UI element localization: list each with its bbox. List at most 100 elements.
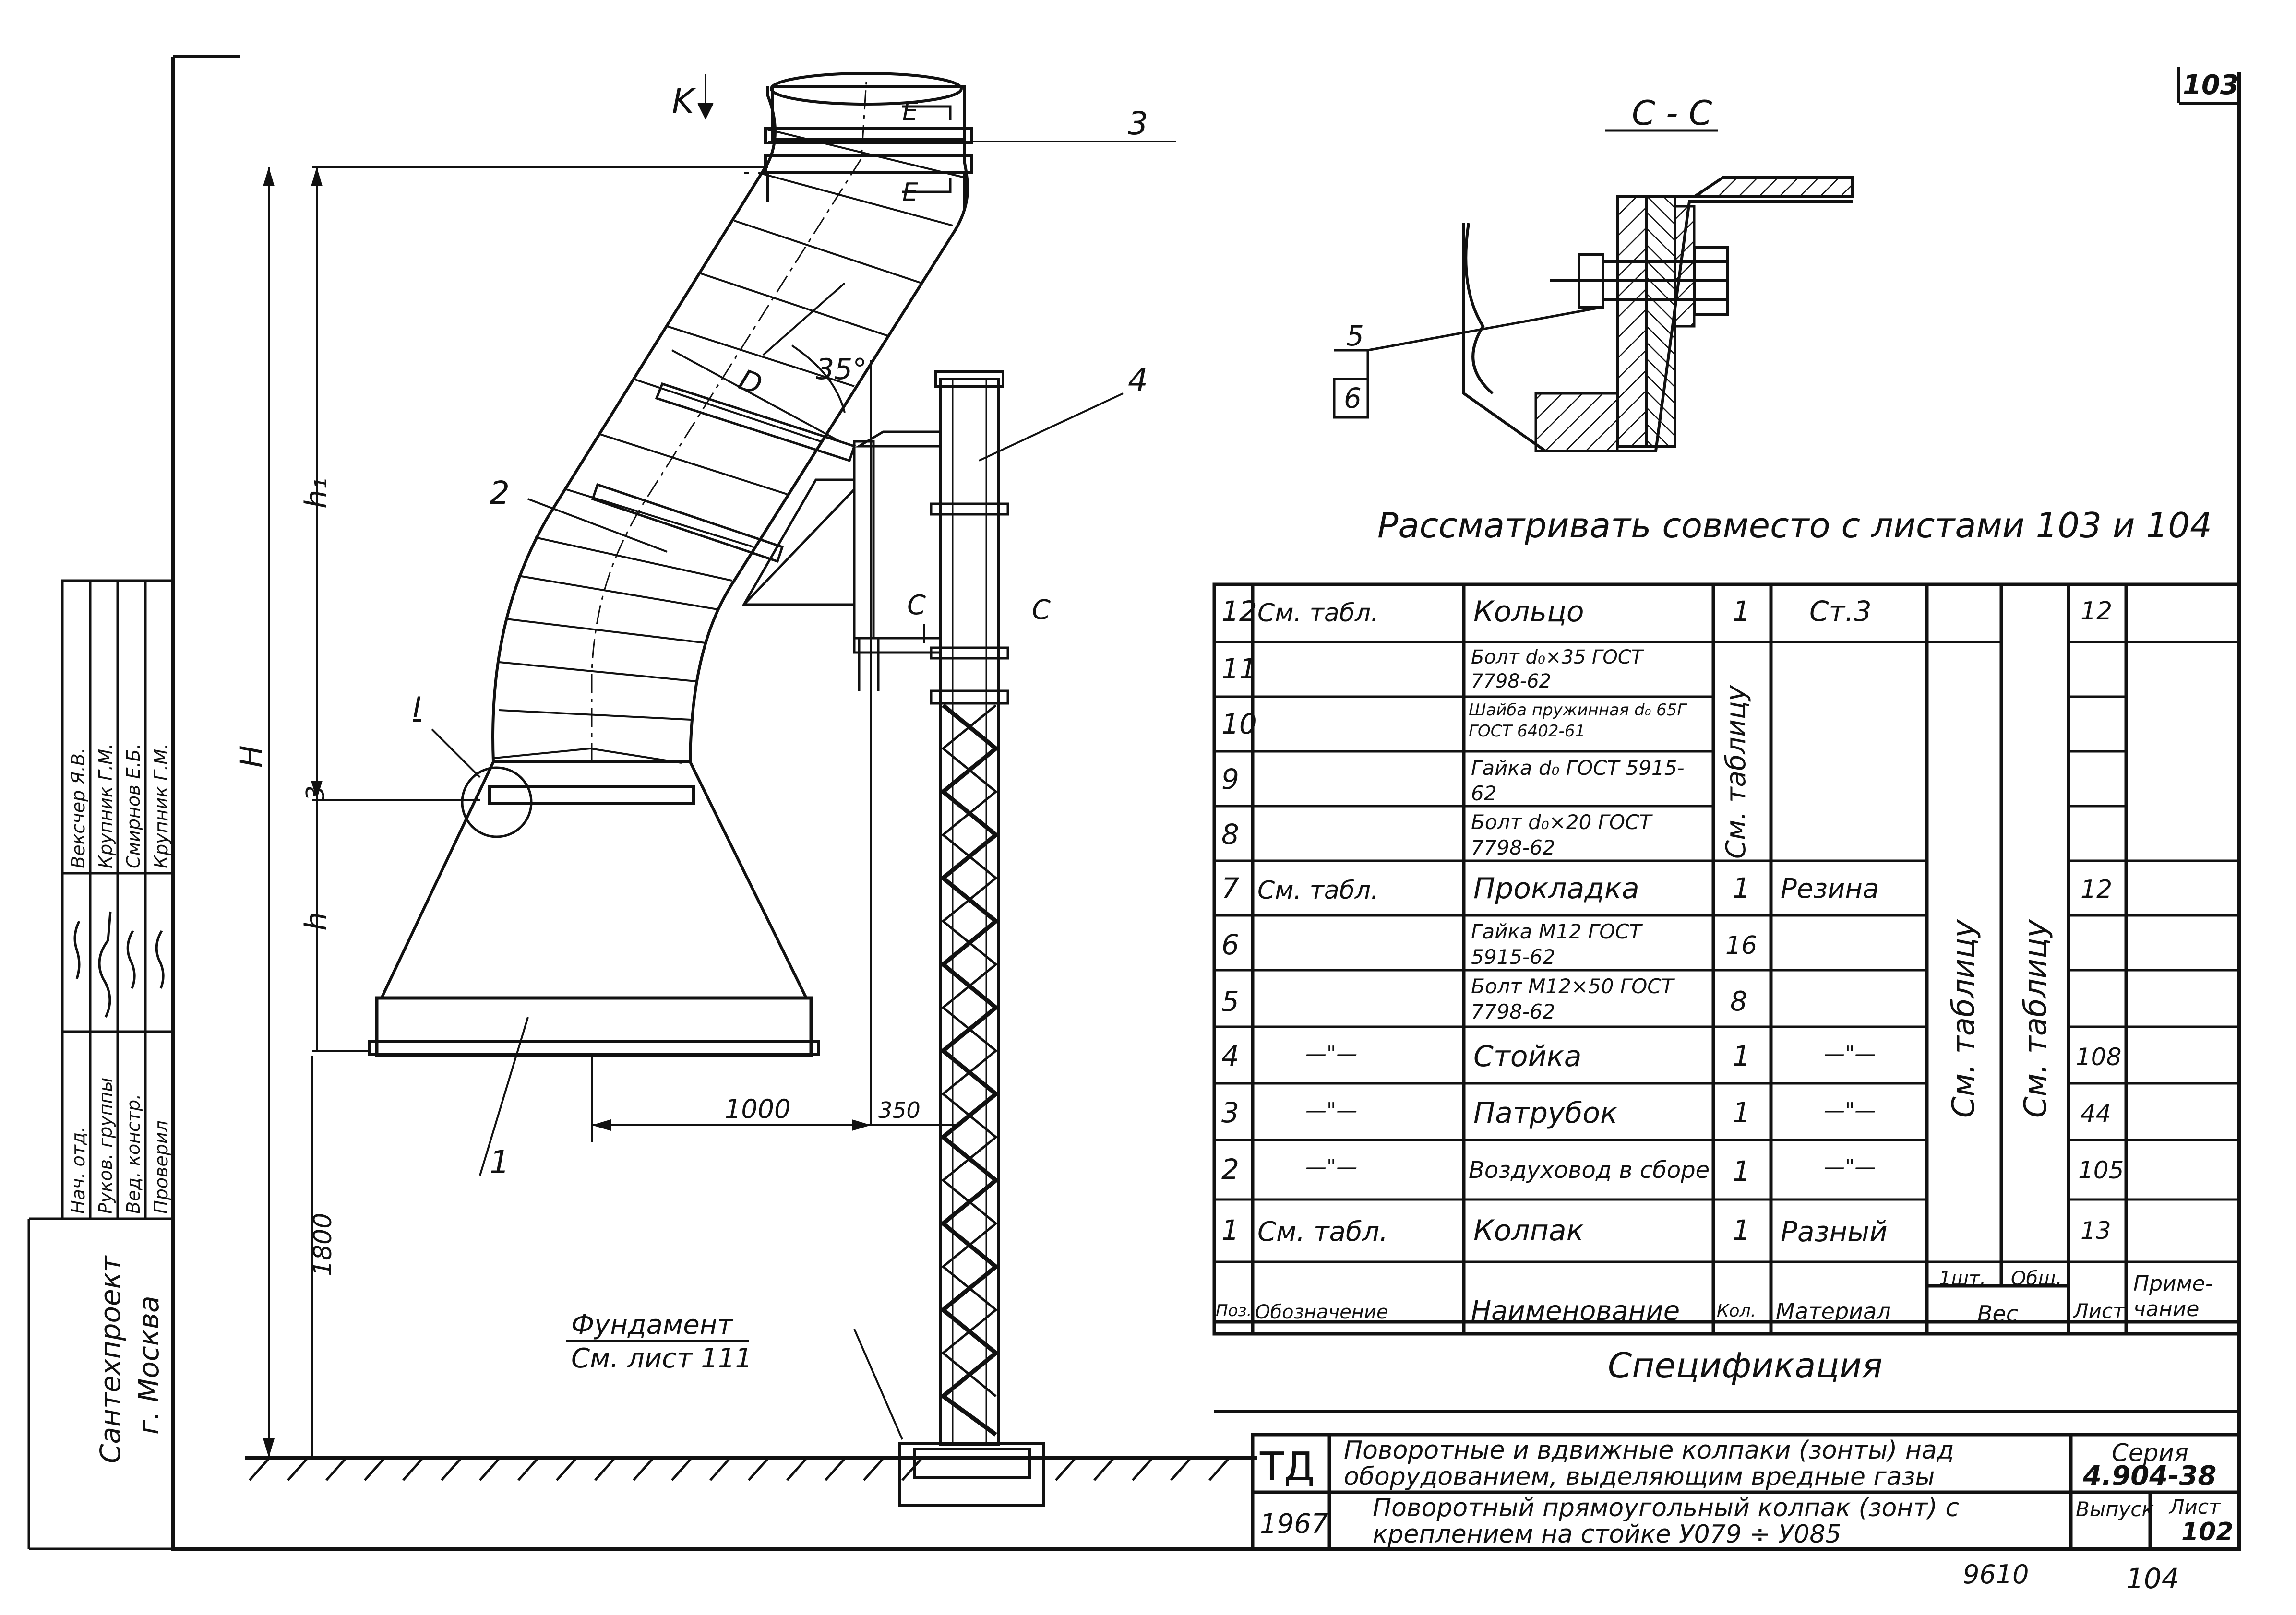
row4-designation: —"— [1305, 1042, 1358, 1066]
label-angle: 35° [816, 353, 867, 386]
row3-sheet: 44 [2081, 1100, 2111, 1128]
row12-pos: 12 [1221, 595, 1257, 628]
tb-series-label: Серия [2112, 1439, 2188, 1467]
row1-name: Колпак [1473, 1214, 1584, 1247]
label-h1: h₁ [299, 478, 334, 509]
row6-pos: 6 [1221, 928, 1239, 961]
tb-series-value: 4.904-38 [2082, 1461, 2216, 1492]
hdr-pos: Поз. [1216, 1301, 1252, 1320]
row2-pos: 2 [1221, 1153, 1239, 1186]
row8-pos: 8 [1221, 818, 1239, 851]
row12-sheet: 12 [2081, 597, 2113, 626]
row7-material: Резина [1781, 873, 1879, 904]
weight-unit-see-table: См. таблицу [1946, 919, 1982, 1118]
hdr-name: Наименование [1471, 1295, 1680, 1327]
row3-designation: —"— [1305, 1098, 1358, 1123]
label-H: H [234, 745, 269, 768]
stamp-name-2: Крупник Г.М. [95, 743, 116, 868]
row3-qty: 1 [1733, 1096, 1750, 1129]
row5-qty: 8 [1730, 986, 1747, 1017]
stamp-role-3: Вед. констр. [123, 1094, 144, 1214]
spec-table-rows [1214, 641, 2239, 1263]
hdr-designation: Обозначение [1255, 1301, 1388, 1323]
foundation-ref: См. лист 111 [571, 1343, 752, 1374]
row11-pos: 11 [1221, 653, 1257, 685]
tb-title-1: Поворотные и вдвижные колпаки (зонты) на… [1344, 1436, 1954, 1465]
row4-material: —"— [1824, 1042, 1876, 1066]
row7-name: Прокладка [1473, 872, 1639, 905]
callout-4: 4 [1128, 362, 1148, 399]
label-dim3: 3 [301, 785, 330, 801]
row12-qty: 1 [1733, 595, 1750, 628]
row2-sheet: 105 [2078, 1156, 2124, 1184]
row3-pos: 3 [1221, 1096, 1239, 1129]
tb-issue-label: Выпуск [2076, 1497, 2154, 1521]
title-block-grid [1251, 1433, 2241, 1551]
label-e-bottom: E [902, 178, 918, 207]
row7-sheet: 12 [2081, 875, 2113, 904]
foundation-title: Фундамент [571, 1309, 733, 1341]
row9-name: Гайка d₀ ГОСТ 5915-62 [1471, 756, 1685, 805]
hdr-weight: Вес [1977, 1301, 2019, 1327]
section-cc-title: C - C [1632, 94, 1712, 133]
bottom-number-2: 104 [2126, 1562, 2179, 1595]
row8-name: Болт d₀×20 ГОСТ 7798-62 [1471, 810, 1652, 859]
row4-sheet: 108 [2076, 1043, 2122, 1071]
row2-designation: —"— [1305, 1155, 1358, 1179]
tb-code: ТД [1259, 1444, 1315, 1490]
dimension-arrows [263, 167, 871, 1458]
hdr-note: Приме- чание [2133, 1271, 2213, 1321]
section-callout-5: 5 [1346, 320, 1364, 352]
section-mark-right: C [1032, 594, 1051, 626]
label-e-top: E [902, 97, 918, 126]
section-callout-6: 6 [1344, 382, 1362, 415]
hdr-qty: Кол. [1717, 1301, 1757, 1321]
row7-pos: 7 [1221, 872, 1239, 904]
stamp-city: г. Москва [132, 1295, 165, 1435]
row12-designation: См. табл. [1257, 599, 1379, 628]
row2-qty: 1 [1733, 1155, 1750, 1188]
hdr-weight-unit: 1шт. [1939, 1268, 1986, 1290]
stamp-org: Сантехпроект [94, 1255, 127, 1463]
row3-name: Патрубок [1473, 1096, 1618, 1130]
callout-1: 1 [490, 1144, 510, 1181]
node-mark: I [413, 691, 421, 724]
signature-marks [73, 911, 165, 1018]
tb-subtitle-1: Поворотный прямоугольный колпак (зонт) с [1373, 1494, 1959, 1522]
row1-sheet: 13 [2081, 1217, 2111, 1245]
title-block-text: ТД 1967 Поворотные и вдвижные колпаки (з… [1259, 1436, 2234, 1549]
reference-note: Рассматривать совместо с листами 103 и 1… [1377, 505, 2212, 546]
page-number: 103 [2183, 70, 2239, 101]
stamp-name-3: Смирнов Е.Б. [123, 743, 144, 868]
hdr-weight-total: Общ. [2011, 1268, 2062, 1290]
hdr-material: Материал [1776, 1298, 1891, 1324]
section-mark-left: C [907, 590, 926, 621]
row5-name: Болт М12×50 ГОСТ 7798-62 [1471, 974, 1674, 1023]
callout-3: 3 [1128, 105, 1148, 142]
stamp-name-1: Вексчер Я.В. [68, 748, 89, 868]
tb-sheet-label: Лист [2168, 1495, 2221, 1519]
row9-pos: 9 [1221, 763, 1239, 796]
ground-hatch [249, 1458, 1230, 1481]
stamp-name-4: Крупник Г.М. [151, 743, 172, 868]
row10-pos: 10 [1221, 708, 1257, 740]
tb-year: 1967 [1260, 1508, 1328, 1540]
tb-sheet-value: 102 [2181, 1518, 2234, 1546]
row6-qty: 16 [1725, 931, 1758, 960]
row11-name: Болт d₀×35 ГОСТ 7798-62 [1471, 646, 1643, 692]
row2-material: —"— [1824, 1155, 1876, 1179]
spec-table-grid [1212, 582, 2241, 1413]
callout-2: 2 [490, 475, 510, 511]
section-cc: C - C 5 6 [1333, 94, 1854, 452]
row1-qty: 1 [1733, 1214, 1750, 1247]
label-dim1000: 1000 [725, 1094, 790, 1124]
row12-material: Ст.3 [1809, 595, 1872, 628]
spec-caption: Спецификация [1608, 1345, 1883, 1386]
label-dim1800: 1800 [309, 1213, 337, 1276]
row7-qty: 1 [1733, 872, 1750, 904]
tb-subtitle-2: креплением на стойке У079 ÷ У085 [1373, 1520, 1842, 1549]
row1-pos: 1 [1221, 1214, 1239, 1247]
row4-pos: 4 [1221, 1040, 1239, 1072]
